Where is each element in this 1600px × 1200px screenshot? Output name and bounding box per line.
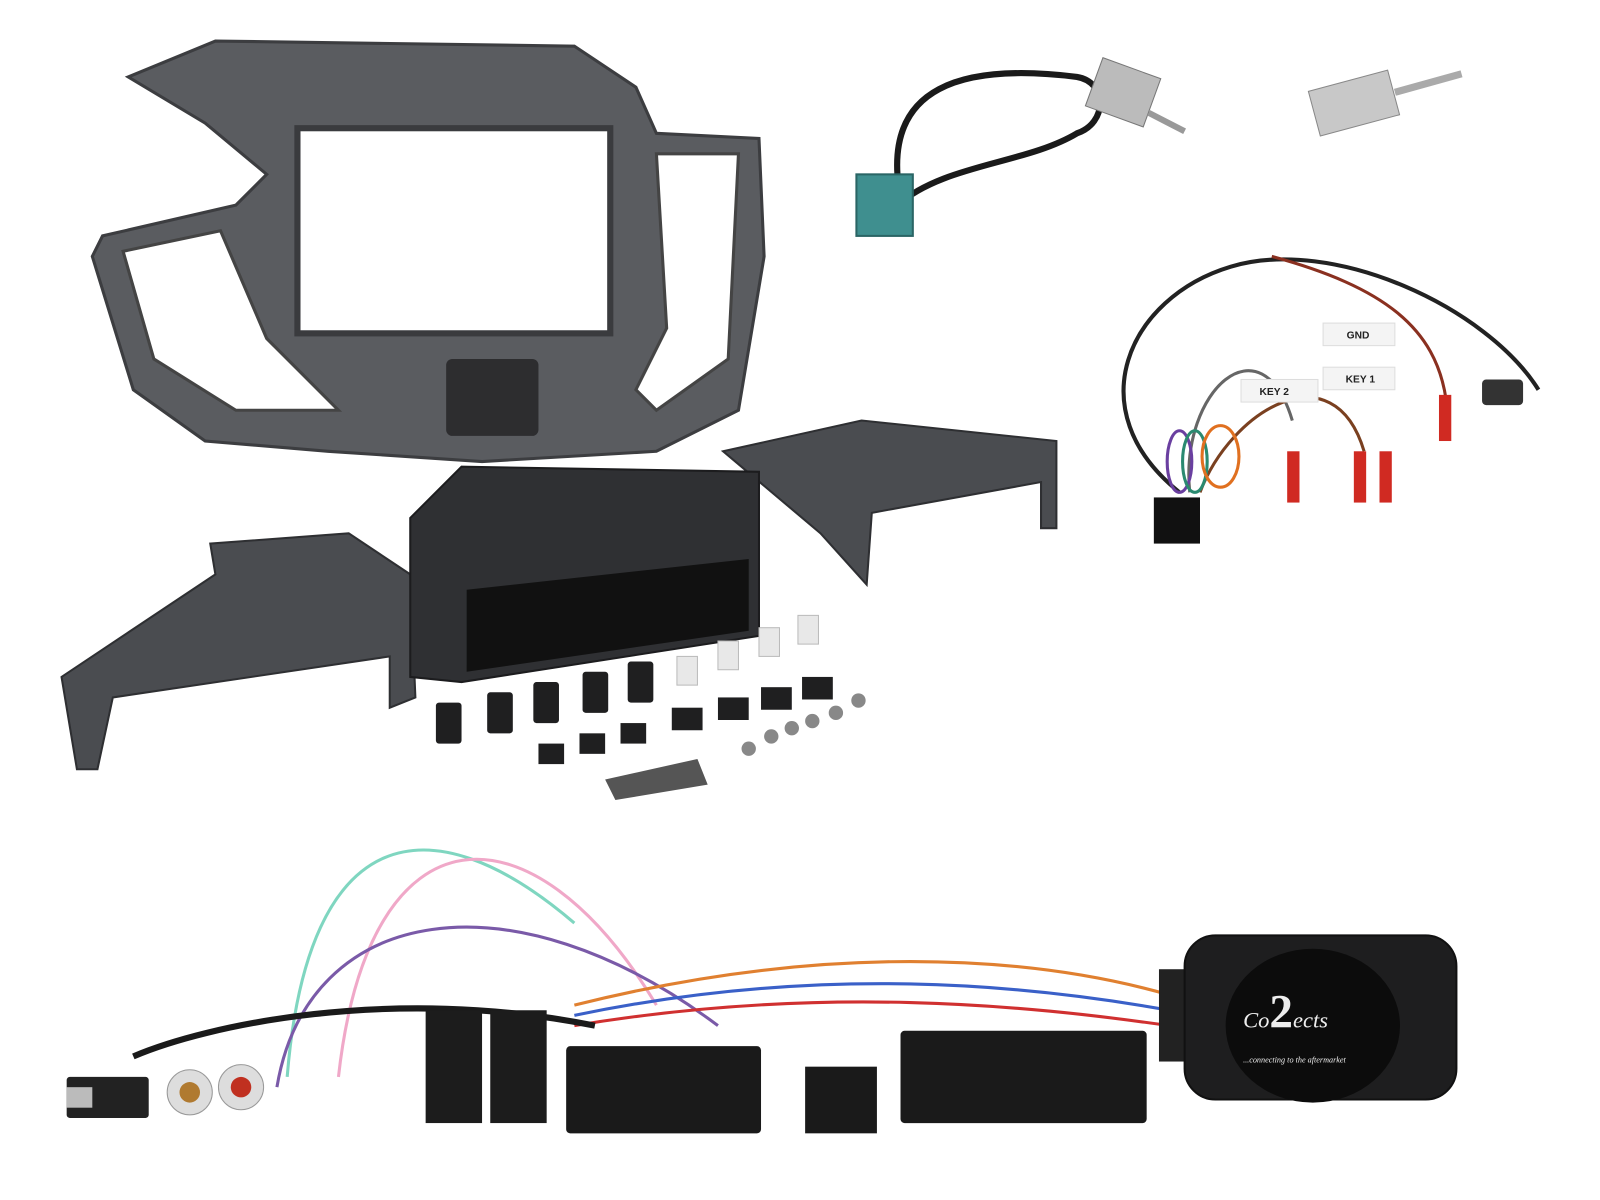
brand-slogan: ...connecting to the aftermarket: [1243, 1056, 1346, 1065]
gnd-label: GND: [1347, 330, 1370, 341]
key1-label: KEY 1: [1346, 375, 1376, 386]
iso-connector-2: [490, 1010, 547, 1124]
key2-label: KEY 2: [1259, 387, 1289, 398]
steering-interface-box: Co2ects ...connecting to the aftermarket: [1183, 934, 1458, 1103]
fakra-antenna-adapter: [855, 57, 1187, 237]
screen-opening: [294, 125, 614, 337]
double-din-fascia: [90, 39, 766, 464]
label-gnd: [1322, 322, 1396, 347]
right-bracket: [720, 419, 1058, 588]
main-wiring-harness: [66, 848, 1195, 1134]
vehicle-connector-2: [900, 1030, 1147, 1124]
storage-pocket: [409, 465, 760, 684]
left-bracket: [60, 532, 417, 771]
clips-and-screws: [435, 614, 866, 800]
iso-connector-1: [425, 1010, 483, 1124]
din-antenna-adapter: [1307, 69, 1463, 137]
steering-key-harness: GND KEY 1 KEY 2: [1121, 254, 1541, 544]
vehicle-connector-1: [566, 1046, 762, 1134]
small-connector: [805, 1066, 877, 1134]
